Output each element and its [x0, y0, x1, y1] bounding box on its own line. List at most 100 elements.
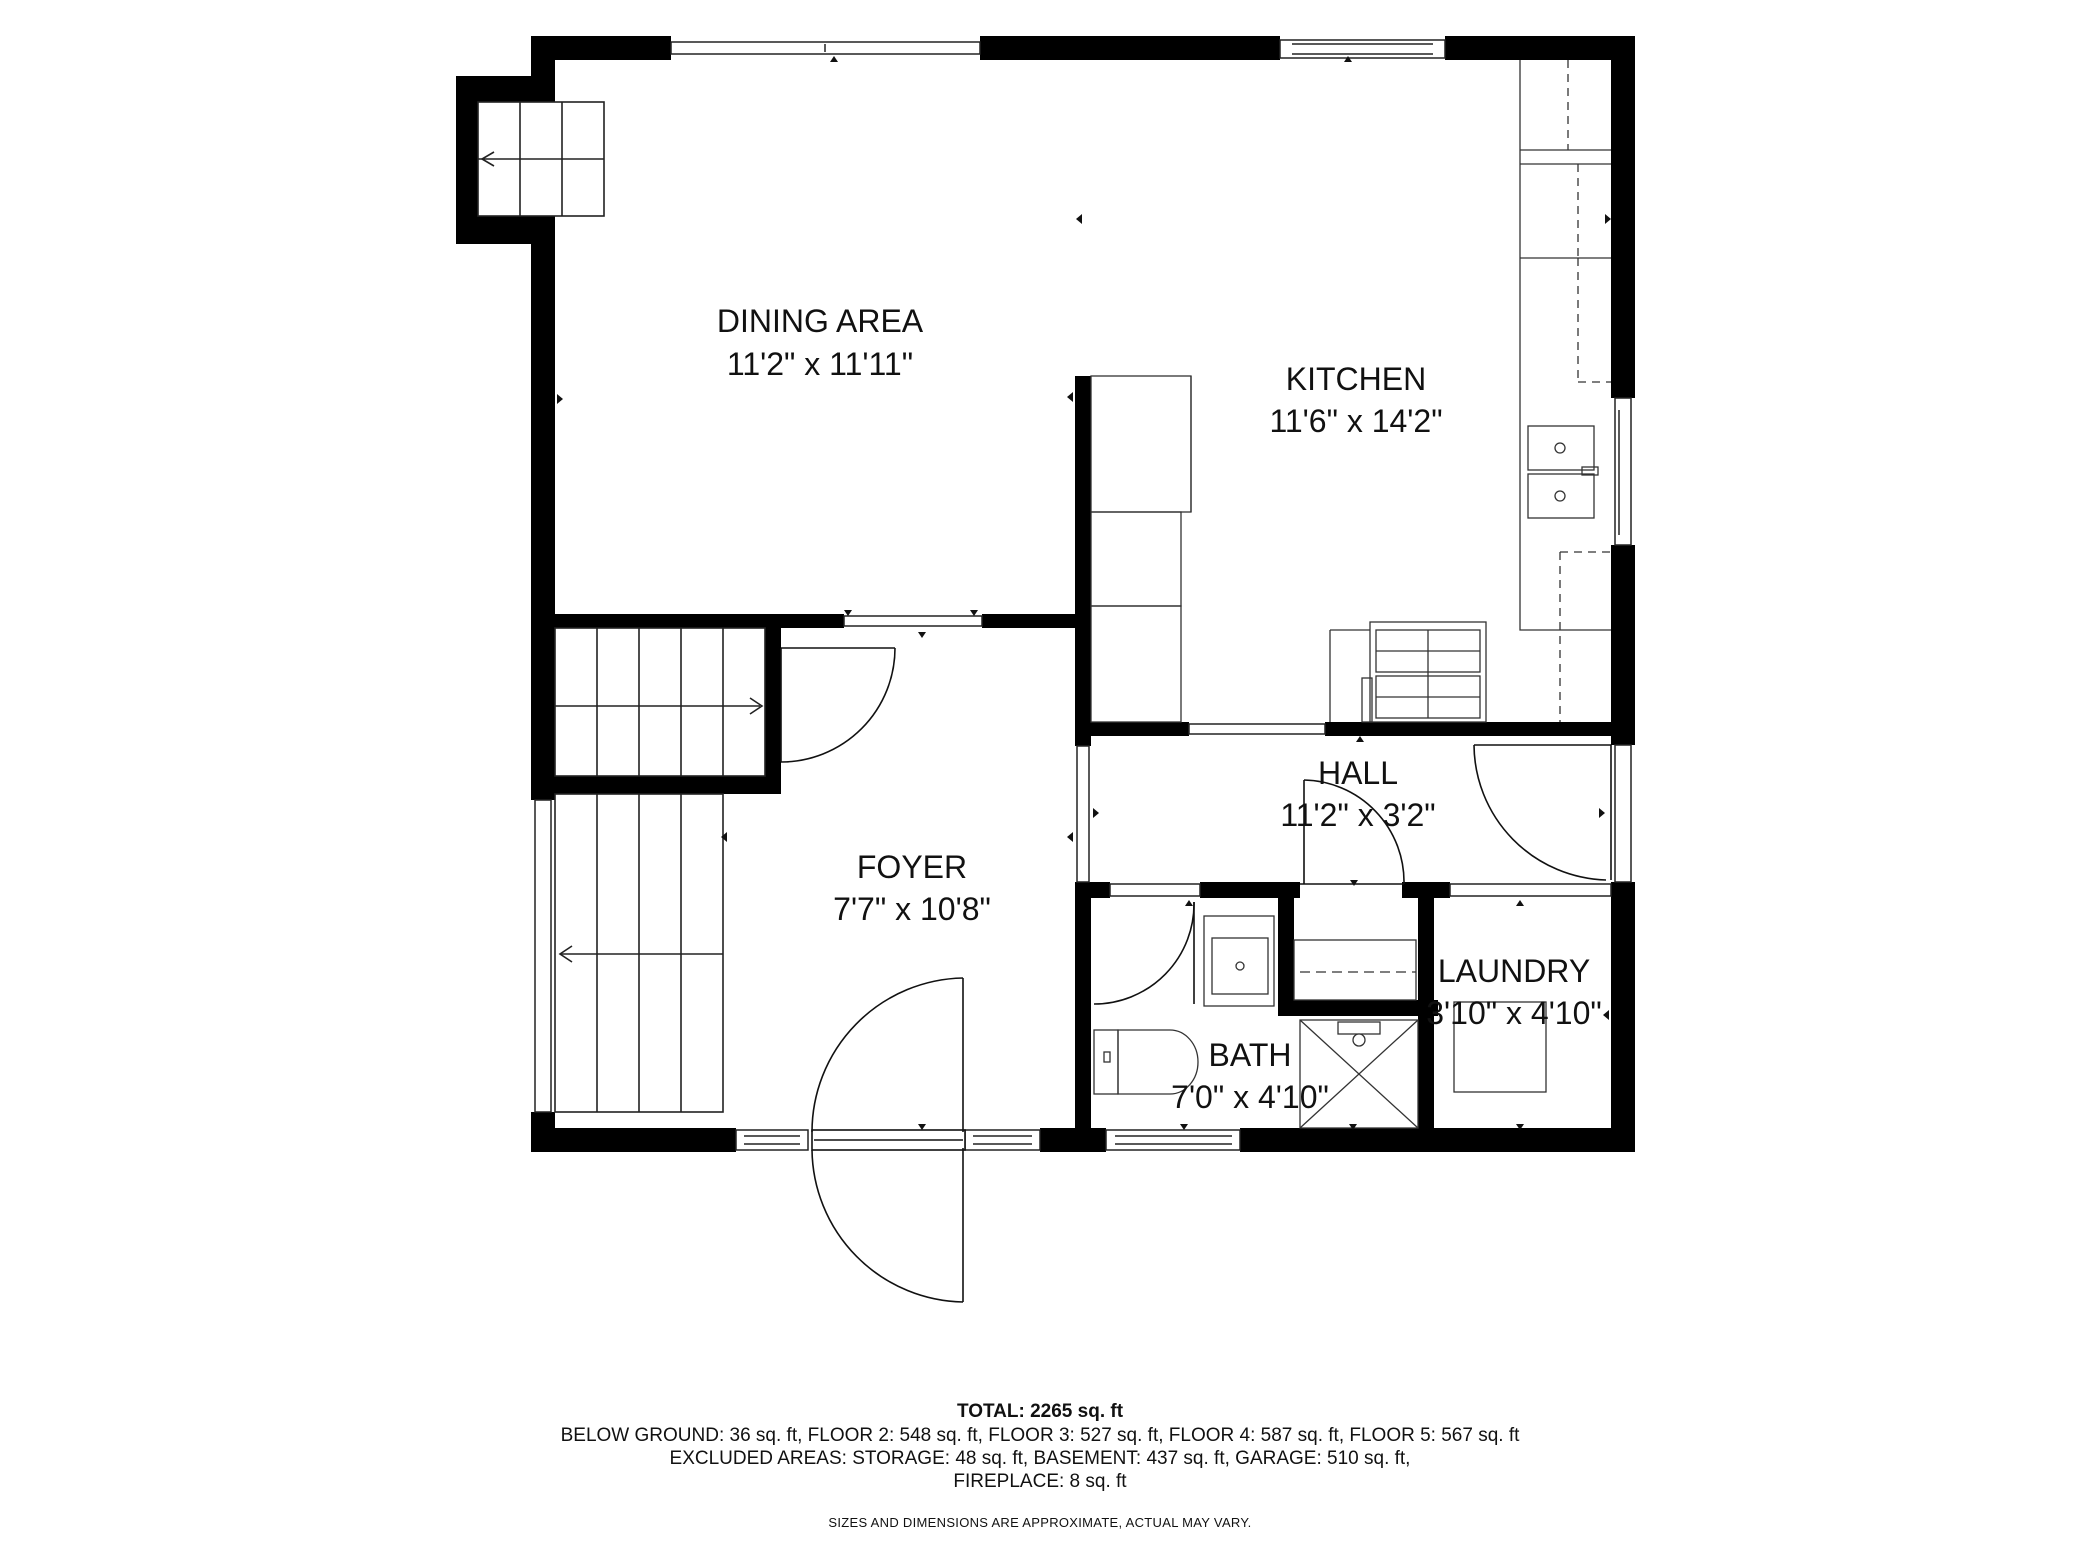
kitchen-range — [1329, 621, 1487, 723]
marker — [1067, 832, 1073, 842]
wall-left — [531, 216, 555, 800]
window-dining-slider — [670, 41, 981, 55]
disclaimer: SIZES AND DIMENSIONS ARE APPROXIMATE, AC… — [828, 1515, 1252, 1530]
marker — [1344, 56, 1352, 62]
kitchen-sink — [1527, 425, 1599, 519]
doors — [780, 647, 1612, 1303]
wall-bottom-4 — [1240, 1128, 1635, 1152]
excluded-areas-continued: FIREPLACE: 8 sq. ft — [953, 1471, 1127, 1492]
bath-vanity — [1203, 915, 1275, 1007]
door-bath — [1093, 901, 1195, 1005]
linen-closet-shelf — [1293, 939, 1417, 1001]
marker — [1067, 392, 1073, 402]
wall-bottom-3 — [1040, 1128, 1106, 1152]
stairs-upper — [554, 627, 766, 777]
kitchen-island-cabinets — [1090, 375, 1192, 723]
window-left-stairs — [534, 799, 552, 1113]
marker — [1599, 808, 1605, 818]
door-front — [811, 977, 966, 1303]
walls — [456, 36, 1635, 1152]
markers — [557, 56, 1611, 1130]
door-stair-closet — [780, 647, 896, 763]
marker — [721, 832, 727, 842]
marker — [1349, 1124, 1357, 1130]
washer — [1453, 1001, 1547, 1093]
wall-right-lower — [1611, 882, 1635, 1152]
toilet — [1093, 1029, 1199, 1095]
bath-fixtures — [1093, 915, 1547, 1129]
room-labels: DINING AREA 11'2" x 11'11" KITCHEN 11'6"… — [717, 303, 1602, 1115]
marker — [830, 56, 838, 62]
room-name-hall: HALL — [1318, 755, 1398, 791]
wall-kitchen-bottom-2 — [1325, 722, 1635, 736]
marker — [1180, 1124, 1188, 1130]
marker — [1356, 736, 1364, 742]
kitchen-counter-right — [1519, 60, 1611, 722]
floor-areas: BELOW GROUND: 36 sq. ft, FLOOR 2: 548 sq… — [560, 1425, 1520, 1446]
marker — [1350, 880, 1358, 886]
wall-hall-bottom-3 — [1090, 882, 1110, 898]
excluded-areas: EXCLUDED AREAS: STORAGE: 48 sq. ft, BASE… — [669, 1448, 1411, 1469]
wall-fireplace-left — [456, 76, 478, 244]
opening-laundry-top — [1449, 883, 1612, 897]
window-hall-right — [1614, 744, 1632, 883]
marker — [970, 610, 978, 616]
marker — [557, 394, 563, 404]
wall-top-mid — [980, 36, 1280, 60]
room-dims-laundry: 3'10" x 4'10" — [1426, 995, 1602, 1031]
marker — [844, 610, 852, 616]
stairs-lower — [554, 793, 724, 1113]
shower — [1299, 1019, 1419, 1129]
room-name-kitchen: KITCHEN — [1286, 361, 1426, 397]
wall-top-right — [1445, 36, 1635, 60]
wall-kitchen-partition — [1075, 376, 1091, 746]
kitchen-fixtures — [1090, 60, 1611, 723]
wall-foyer-right — [1075, 882, 1091, 1152]
marker — [1093, 808, 1099, 818]
wall-closet-left — [1278, 898, 1294, 1010]
marker — [1516, 1124, 1524, 1130]
window-foyer-bottom-left — [735, 1129, 809, 1151]
marker — [1516, 900, 1524, 906]
wall-bottom-1 — [531, 1128, 736, 1152]
wall-kitchen-bottom — [1075, 722, 1189, 736]
wall-closet-bottom — [1278, 1000, 1438, 1016]
room-name-laundry: LAUNDRY — [1438, 953, 1590, 989]
opening-dining-foyer — [843, 615, 983, 627]
marker — [918, 1124, 926, 1130]
room-dims-hall: 11'2" x 3'2" — [1280, 797, 1435, 833]
window-kitchen-top — [1279, 39, 1446, 59]
room-name-dining: DINING AREA — [717, 303, 924, 339]
room-dims-bath: 7'0" x 4'10" — [1171, 1079, 1329, 1115]
marker — [1076, 214, 1082, 224]
opening-bath-top — [1109, 883, 1201, 897]
marker — [1603, 1010, 1609, 1020]
opening-foyer-hall — [1076, 745, 1090, 883]
wall-right-upper — [1611, 36, 1635, 398]
room-dims-kitchen: 11'6" x 14'2" — [1269, 403, 1442, 439]
room-dims-foyer: 7'7" x 10'8" — [833, 891, 991, 927]
marker — [918, 632, 926, 638]
stairs-fireplace — [477, 101, 605, 217]
wall-hall-bottom — [1200, 882, 1300, 898]
room-name-bath: BATH — [1209, 1037, 1292, 1073]
window-kitchen-right — [1614, 397, 1632, 546]
wall-laundry-left — [1418, 882, 1434, 1152]
wall-dining-foyer-2 — [982, 614, 1078, 628]
stairs — [477, 101, 766, 1113]
wall-stair-bottom — [531, 776, 781, 794]
wall-dining-foyer — [531, 614, 844, 628]
room-name-foyer: FOYER — [857, 849, 967, 885]
marker — [1185, 900, 1193, 906]
window-foyer-bottom-right — [964, 1129, 1041, 1151]
room-dims-dining: 11'2" x 11'11" — [727, 346, 913, 382]
opening-kitchen-hall — [1188, 723, 1326, 735]
marker — [1605, 214, 1611, 224]
window-bath-bottom — [1105, 1129, 1241, 1151]
door-hall-closet — [1300, 779, 1405, 885]
total-area: TOTAL: 2265 sq. ft — [956, 1401, 1124, 1422]
door-hall-right — [1473, 744, 1612, 881]
wall-right-mid — [1611, 545, 1635, 745]
wall-stair-right — [765, 628, 781, 788]
